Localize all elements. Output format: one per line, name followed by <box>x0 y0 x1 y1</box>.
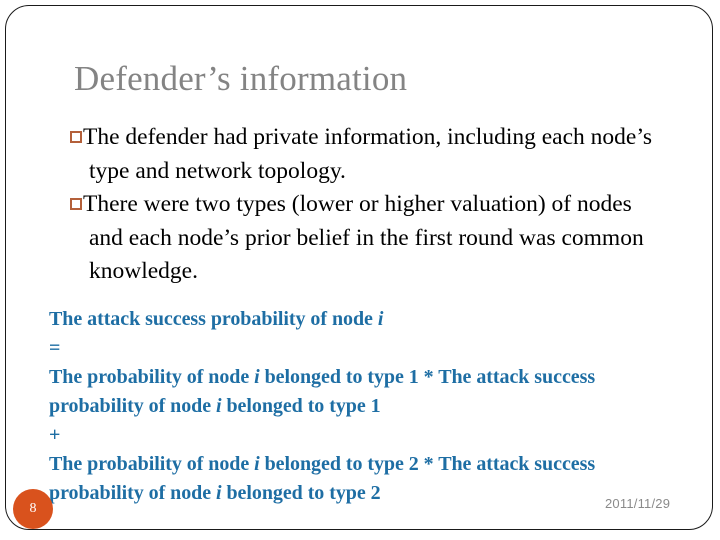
formula-line-3-tail: belonged to type 1 * The attack success <box>259 366 596 388</box>
formula-line-7: probability of node i belonged to type 2 <box>49 479 720 508</box>
bullet-item-2-text: There were two types (lower or higher va… <box>83 191 644 284</box>
bullet-item-1: The defender had private information, in… <box>70 121 670 188</box>
formula-line-4: probability of node i belonged to type 1 <box>49 392 720 421</box>
formula-variable-i: i <box>216 395 222 417</box>
bullet-item-2: There were two types (lower or higher va… <box>70 188 670 289</box>
formula-line-4-tail: belonged to type 1 <box>221 395 381 417</box>
formula-operator-plus: + <box>49 424 61 446</box>
formula-line-6: The probability of node i belonged to ty… <box>49 450 720 479</box>
bullet-item-1-text: The defender had private information, in… <box>83 124 653 184</box>
page-number-badge: 8 <box>13 489 53 529</box>
formula-variable-i: i <box>377 308 384 330</box>
formula-variable-i: i <box>254 366 260 388</box>
bullet-list: The defender had private information, in… <box>70 121 670 289</box>
slide-date: 2011/11/29 <box>605 496 671 511</box>
formula-line-4-lead: probability of node <box>49 395 216 417</box>
formula-line-3-lead: The probability of node <box>49 366 255 388</box>
formula-variable-i: i <box>216 482 222 504</box>
formula-operator-equals: = <box>49 337 61 359</box>
formula-line-7-tail: belonged to type 2 <box>221 482 381 504</box>
formula-line-7-lead: probability of node <box>49 482 216 504</box>
formula-line-1: The attack success probability of node i <box>49 305 720 334</box>
formula-line-6-tail: belonged to type 2 * The attack success <box>259 453 596 475</box>
hollow-square-bullet-icon <box>70 198 82 210</box>
formula-line-1-lead: The attack success probability of node <box>49 308 378 330</box>
formula-line-6-lead: The probability of node <box>49 453 255 475</box>
formula-variable-i: i <box>254 453 260 475</box>
formula-text-block: The attack success probability of node i… <box>49 305 720 508</box>
hollow-square-bullet-icon <box>70 131 82 143</box>
slide-title: Defender’s information <box>74 59 408 98</box>
formula-line-3: The probability of node i belonged to ty… <box>49 363 720 392</box>
